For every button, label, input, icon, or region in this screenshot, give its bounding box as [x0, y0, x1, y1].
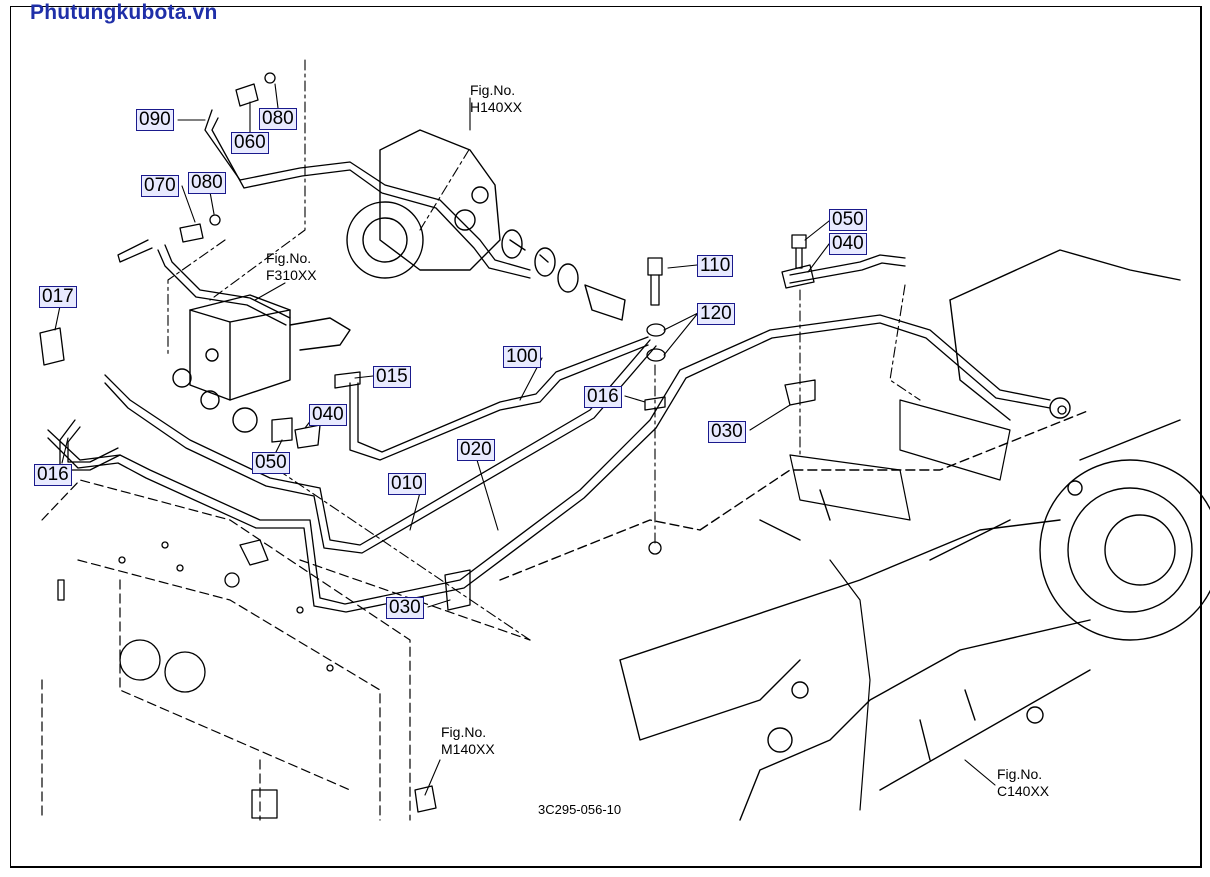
fig-ref-c140-line1: Fig.No. — [997, 766, 1043, 782]
fig-ref-c140[interactable]: Fig.No. C140XX — [997, 766, 1049, 800]
pipe-020 — [47, 314, 1051, 613]
callout-050-left[interactable]: 050 — [252, 452, 290, 474]
transmission-housing — [499, 249, 1210, 821]
callout-020[interactable]: 020 — [457, 439, 495, 461]
fig-ref-h140-line2: H140XX — [470, 99, 523, 115]
callout-070[interactable]: 070 — [141, 175, 179, 197]
callout-030-right[interactable]: 030 — [708, 421, 746, 443]
callout-080-mid[interactable]: 080 — [188, 172, 226, 194]
callout-110[interactable]: 110 — [697, 255, 734, 277]
left-panel-holes — [57, 541, 334, 819]
callout-100[interactable]: 100 — [503, 346, 541, 368]
callout-017[interactable]: 017 — [39, 286, 77, 308]
callout-040-right[interactable]: 040 — [829, 233, 867, 255]
pipe-100 — [349, 336, 649, 461]
callout-090[interactable]: 090 — [136, 109, 174, 131]
fig-ref-h140[interactable]: Fig.No. H140XX — [470, 82, 522, 116]
leader-dashed-lines — [167, 59, 921, 641]
callout-120[interactable]: 120 — [697, 303, 735, 325]
fig-ref-f310-line1: Fig.No. — [266, 250, 312, 266]
brand-watermark: Phutungkubota.vn — [30, 1, 218, 24]
fig-ref-h140-line1: Fig.No. — [470, 82, 516, 98]
callout-016-left[interactable]: 016 — [34, 464, 72, 486]
callout-080-top[interactable]: 080 — [259, 108, 297, 130]
fig-ref-c140-line2: C140XX — [997, 783, 1050, 799]
callout-016-mid[interactable]: 016 — [584, 386, 622, 408]
hydraulic-valve-f310 — [172, 294, 351, 433]
callout-040-left[interactable]: 040 — [309, 404, 347, 426]
drawing-code: 3C295-056-10 — [538, 802, 622, 817]
pipe-070 — [157, 244, 291, 326]
pipe-040-right — [789, 254, 906, 284]
fig-ref-f310-line2: F310XX — [266, 267, 317, 283]
fig-ref-m140-line2: M140XX — [441, 741, 495, 757]
fig-ref-m140-line1: Fig.No. — [441, 724, 487, 740]
hydraulic-pump-h140 — [346, 129, 626, 321]
fig-ref-m140[interactable]: Fig.No. M140XX — [441, 724, 495, 758]
left-panel-outline — [41, 479, 531, 821]
callout-060[interactable]: 060 — [231, 132, 269, 154]
drawing-frame — [10, 6, 1202, 868]
fig-ref-f310[interactable]: Fig.No. F310XX — [266, 250, 317, 284]
callout-015[interactable]: 015 — [373, 366, 411, 388]
callout-030-left[interactable]: 030 — [386, 597, 424, 619]
callout-leaders — [54, 83, 996, 796]
pipe-010 — [104, 339, 657, 554]
callout-010[interactable]: 010 — [388, 473, 426, 495]
callout-050-right[interactable]: 050 — [829, 209, 867, 231]
pipe-016 — [59, 419, 121, 471]
